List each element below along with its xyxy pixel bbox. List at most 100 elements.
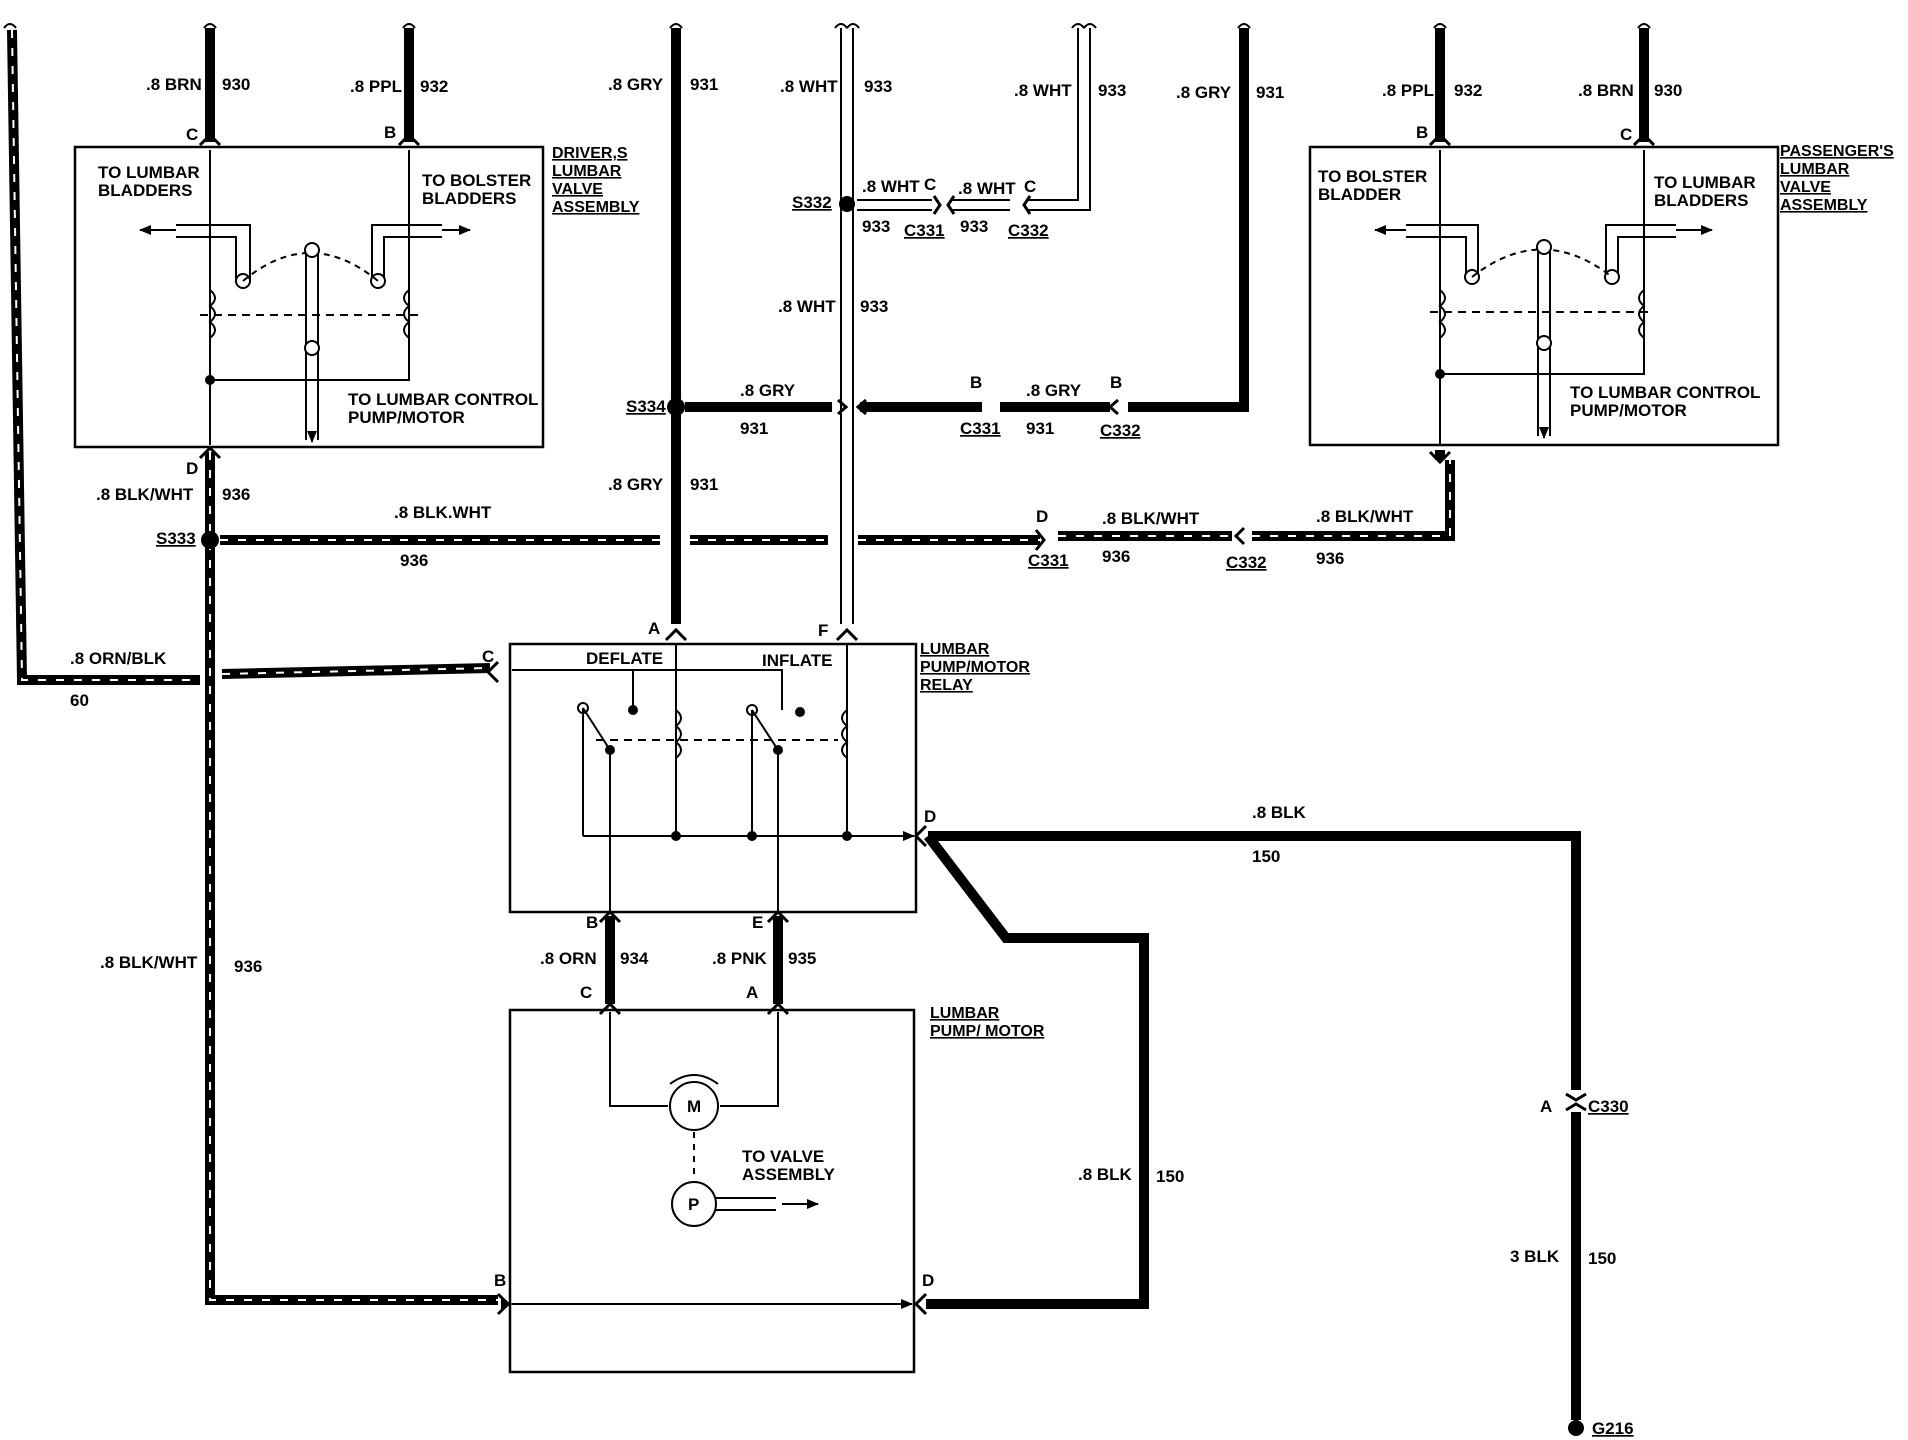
text-to-bolster-bladder: TO BOLSTER xyxy=(1318,167,1427,186)
wire-blk-150: .8 BLK 150 .8 BLK 150 A C330 3 BLK 150 G… xyxy=(924,803,1634,1438)
pin-label: D xyxy=(922,1271,934,1290)
wire-label: .8 BLK/WHT xyxy=(96,485,194,504)
text-to-valve: TO VALVE xyxy=(742,1147,824,1166)
circuit-number: 933 xyxy=(860,297,888,316)
wire-label: .8 BRN xyxy=(1578,81,1634,100)
wire-label: .8 BLK/WHT xyxy=(100,953,198,972)
wire-label: .8 WHT xyxy=(958,179,1016,198)
text-to-pump: TO LUMBAR CONTROL xyxy=(348,390,538,409)
pin-label: D xyxy=(186,459,198,478)
text-to-pump: PUMP/MOTOR xyxy=(1570,401,1687,420)
wire-label: .8 PNK xyxy=(712,949,768,968)
pin-label: C xyxy=(186,125,198,144)
component-title: ASSEMBLY xyxy=(552,199,640,216)
wire-label: .8 GRY xyxy=(740,381,796,400)
pin-label: A xyxy=(1540,1097,1552,1116)
pin-label: B xyxy=(586,913,598,932)
text-to-valve: ASSEMBLY xyxy=(742,1165,836,1184)
circuit-number: 936 xyxy=(222,485,250,504)
circuit-number: 932 xyxy=(1454,81,1482,100)
circuit-number: 936 xyxy=(400,551,428,570)
circuit-number: 932 xyxy=(420,77,448,96)
wire-label: .8 GRY xyxy=(608,75,664,94)
inflate-label: INFLATE xyxy=(762,651,833,670)
ground-label: G216 xyxy=(1592,1419,1634,1438)
pin-label: C xyxy=(1024,177,1036,196)
connector-label: C332 xyxy=(1226,553,1267,572)
pump-symbol: P xyxy=(688,1195,699,1214)
circuit-number: 931 xyxy=(740,419,768,438)
text-to-lumbar-bladders: TO LUMBAR xyxy=(1654,173,1756,192)
text-to-lumbar-bladders: TO LUMBAR xyxy=(98,163,200,182)
wire-label: .8 ORN/BLK xyxy=(70,649,167,668)
component-title: VALVE xyxy=(552,181,603,198)
circuit-number: 60 xyxy=(70,691,89,710)
circuit-number: 933 xyxy=(862,217,890,236)
component-title: VALVE xyxy=(1780,179,1831,196)
wire-label: .8 BRN xyxy=(146,75,202,94)
circuit-number: 931 xyxy=(690,75,718,94)
motor-symbol: M xyxy=(687,1097,701,1116)
wire-label: .8 PPL xyxy=(1382,81,1434,100)
pin-label: B xyxy=(1416,123,1428,142)
pin-label: A xyxy=(746,983,758,1002)
pump-icon xyxy=(671,1181,717,1227)
connector-label: C331 xyxy=(960,419,1001,438)
wire-label: .8 BLK xyxy=(1252,803,1307,822)
lumbar-pump-motor-relay: A F C D DEFLATE INFLATE LUMBAR PUMP/MOTO… xyxy=(482,619,1030,914)
wire-label: 3 BLK xyxy=(1510,1247,1560,1266)
component-title: PUMP/MOTOR xyxy=(920,659,1030,676)
motor-icon xyxy=(669,1081,719,1131)
circuit-number: 936 xyxy=(1316,549,1344,568)
text-to-lumbar-bladders: BLADDERS xyxy=(1654,191,1748,210)
connector-label: C332 xyxy=(1008,221,1049,240)
circuit-number: 933 xyxy=(1098,81,1126,100)
pin-label: C xyxy=(482,647,494,666)
wire-gry-931: .8 GRY 931 S334 .8 GRY 931 .8 GRY 931 B … xyxy=(608,28,1284,624)
pin-label: D xyxy=(924,807,936,826)
wire-label: .8 WHT xyxy=(778,297,836,316)
circuit-number: 935 xyxy=(788,949,816,968)
text-to-lumbar-bladders: BLADDERS xyxy=(98,181,192,200)
pin-label: B xyxy=(494,1271,506,1290)
circuit-number: 931 xyxy=(690,475,718,494)
component-title: LUMBAR xyxy=(930,1005,1000,1022)
wire-label: .8 BLK/WHT xyxy=(1316,507,1414,526)
component-title: LUMBAR xyxy=(552,163,622,180)
wire-label: .8 WHT xyxy=(1014,81,1072,100)
component-title: LUMBAR xyxy=(920,641,990,658)
pin-label: C xyxy=(1620,125,1632,144)
component-title: RELAY xyxy=(920,677,973,694)
wire-label: .8 BLK/WHT xyxy=(1102,509,1200,528)
circuit-number: 931 xyxy=(1256,83,1284,102)
deflate-label: DEFLATE xyxy=(586,649,663,668)
wire-blk-wht-936: D .8 BLK/WHT 936 S333 .8 BLK/WHT 936 B .… xyxy=(96,452,1455,1305)
pin-label: C xyxy=(580,983,592,1002)
circuit-number: 150 xyxy=(1588,1249,1616,1268)
wire-label: .8 BLK.WHT xyxy=(394,503,492,522)
driver-valve-assembly: .8 BRN 930 .8 PPL 932 C B TO LUMBAR BLAD… xyxy=(73,28,640,449)
component-title: PASSENGER'S xyxy=(1780,143,1894,160)
pin-label: A xyxy=(648,619,660,638)
text-to-pump: PUMP/MOTOR xyxy=(348,408,465,427)
pin-label: B xyxy=(384,123,396,142)
connector-chevrons xyxy=(198,132,1656,1316)
wire-label: .8 PPL xyxy=(350,77,402,96)
connector-label: C331 xyxy=(1028,551,1069,570)
text-to-bolster-bladders: TO BOLSTER xyxy=(422,171,531,190)
wire-wht-933: .8 WHT 933 S332 .8 WHT 933 C C331 .8 WHT… xyxy=(778,28,1126,624)
text-to-bolster-bladders: BLADDERS xyxy=(422,189,516,208)
pin-label: F xyxy=(818,621,828,640)
splice-label: S332 xyxy=(792,193,832,212)
wire-orn-blk-60: .8 ORN/BLK 60 xyxy=(7,29,491,710)
wire-label: .8 WHT xyxy=(780,77,838,96)
circuit-number: 934 xyxy=(620,949,649,968)
wire-end-ticks xyxy=(3,23,1651,29)
wire-label: .8 BLK xyxy=(1078,1165,1133,1184)
pin-label: B xyxy=(970,373,982,392)
component-title: LUMBAR xyxy=(1780,161,1850,178)
component-title: DRIVER,S xyxy=(552,145,628,162)
circuit-number: 931 xyxy=(1026,419,1054,438)
pin-label: C xyxy=(924,175,936,194)
